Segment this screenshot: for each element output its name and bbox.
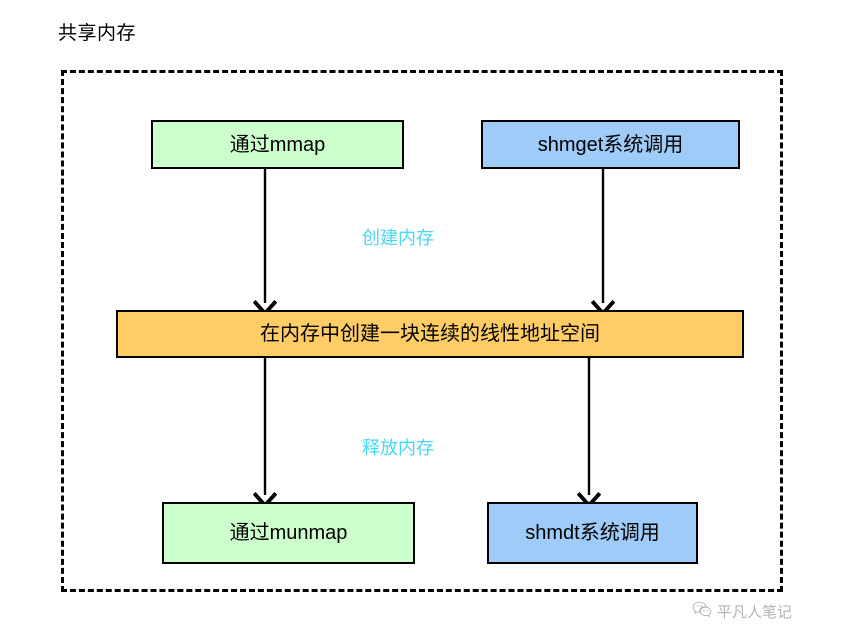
node-linear-address-space[interactable]: 在内存中创建一块连续的线性地址空间 bbox=[116, 310, 744, 358]
node-shmget[interactable]: shmget系统调用 bbox=[481, 120, 740, 169]
shared-memory-boundary bbox=[61, 70, 783, 592]
wechat-icon bbox=[692, 601, 712, 623]
node-shmdt[interactable]: shmdt系统调用 bbox=[487, 502, 698, 564]
watermark-text: 平凡人笔记 bbox=[717, 603, 793, 621]
node-munmap[interactable]: 通过munmap bbox=[162, 502, 415, 564]
node-mmap[interactable]: 通过mmap bbox=[151, 120, 404, 169]
watermark: 平凡人笔记 bbox=[692, 601, 792, 623]
edge-label-create-memory: 创建内存 bbox=[362, 228, 434, 248]
page-title: 共享内存 bbox=[58, 23, 137, 44]
edge-label-release-memory: 释放内存 bbox=[362, 438, 434, 458]
